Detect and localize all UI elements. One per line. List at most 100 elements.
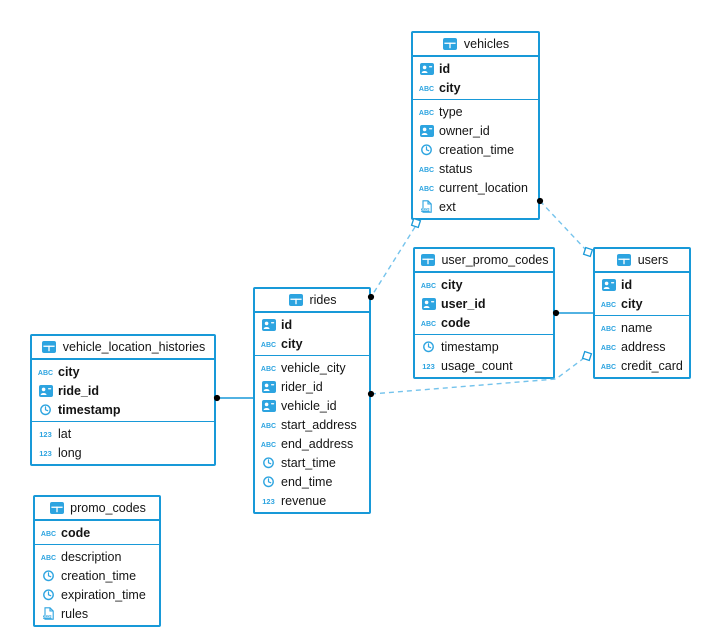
table-title: promo_codes: [70, 501, 146, 515]
fk-square-marker: [582, 246, 594, 258]
table-header[interactable]: user_promo_codes: [415, 249, 553, 273]
fields-section: 123 lat 123 long: [32, 421, 214, 464]
svg-text:ABC: ABC: [41, 531, 56, 538]
table-icon: [41, 341, 58, 353]
field-name: end_time: [281, 474, 333, 489]
text-abc-icon: ABC: [260, 339, 277, 349]
field-row[interactable]: JSON rules: [35, 604, 159, 623]
field-row[interactable]: creation_time: [413, 140, 538, 159]
field-row[interactable]: timestamp: [415, 337, 553, 356]
field-row[interactable]: ABC name: [595, 318, 689, 337]
field-row[interactable]: 123 revenue: [255, 491, 369, 510]
num-123-icon: 123: [37, 448, 54, 458]
field-row[interactable]: ABC city: [32, 362, 214, 381]
table-rides[interactable]: rides id ABC city ABC vehicle_city rider…: [253, 287, 371, 514]
field-row[interactable]: id: [413, 59, 538, 78]
field-name: ext: [439, 199, 456, 214]
svg-text:123: 123: [422, 362, 435, 371]
primary-key-section: id ABC city: [595, 273, 689, 315]
svg-text:ABC: ABC: [419, 110, 434, 117]
field-name: creation_time: [61, 568, 137, 583]
field-row[interactable]: ABC type: [413, 102, 538, 121]
text-abc-icon: ABC: [600, 342, 617, 352]
table-user-promo-codes[interactable]: user_promo_codes ABC city user_id ABC co…: [413, 247, 555, 379]
field-row[interactable]: rider_id: [255, 377, 369, 396]
svg-text:ABC: ABC: [261, 342, 276, 349]
field-row[interactable]: ABC status: [413, 159, 538, 178]
field-row[interactable]: id: [255, 315, 369, 334]
field-row[interactable]: ABC city: [595, 294, 689, 313]
field-name: name: [621, 320, 653, 335]
field-row[interactable]: expiration_time: [35, 585, 159, 604]
field-row[interactable]: owner_id: [413, 121, 538, 140]
field-row[interactable]: ABC start_address: [255, 415, 369, 434]
table-header[interactable]: users: [595, 249, 689, 273]
primary-key-section: id ABC city: [255, 313, 369, 355]
text-abc-icon: ABC: [418, 83, 435, 93]
field-row[interactable]: ABC code: [415, 313, 553, 332]
field-name: code: [61, 525, 91, 540]
field-row[interactable]: start_time: [255, 453, 369, 472]
table-header[interactable]: vehicle_location_histories: [32, 336, 214, 360]
field-row[interactable]: timestamp: [32, 400, 214, 419]
field-row[interactable]: creation_time: [35, 566, 159, 585]
table-header[interactable]: rides: [255, 289, 369, 313]
json-icon: JSON: [418, 200, 435, 213]
svg-text:ABC: ABC: [421, 321, 436, 328]
field-name: creation_time: [439, 142, 515, 157]
field-row[interactable]: 123 lat: [32, 424, 214, 443]
field-name: vehicle_id: [281, 398, 337, 413]
field-row[interactable]: ABC address: [595, 337, 689, 356]
field-row[interactable]: vehicle_id: [255, 396, 369, 415]
svg-text:ABC: ABC: [261, 366, 276, 373]
text-abc-icon: ABC: [260, 363, 277, 373]
fk-square-marker: [581, 350, 593, 362]
field-name: description: [61, 549, 122, 564]
id-badge-icon: [260, 399, 277, 412]
field-row[interactable]: 123 usage_count: [415, 356, 553, 375]
field-row[interactable]: ABC current_location: [413, 178, 538, 197]
table-title: users: [637, 253, 669, 267]
id-badge-icon: [260, 380, 277, 393]
field-name: code: [441, 315, 471, 330]
svg-text:JSON: JSON: [43, 615, 53, 619]
field-name: end_address: [281, 436, 354, 451]
fields-section: timestamp 123 usage_count: [415, 334, 553, 377]
field-row[interactable]: end_time: [255, 472, 369, 491]
table-header[interactable]: vehicles: [413, 33, 538, 57]
field-row[interactable]: ABC vehicle_city: [255, 358, 369, 377]
field-name: city: [621, 296, 643, 311]
field-row[interactable]: JSON ext: [413, 197, 538, 216]
field-row[interactable]: ABC city: [415, 275, 553, 294]
field-row[interactable]: ride_id: [32, 381, 214, 400]
id-badge-icon: [260, 318, 277, 331]
fields-section: ABC vehicle_city rider_id vehicle_id ABC…: [255, 355, 369, 512]
field-name: rider_id: [281, 379, 323, 394]
table-promo-codes[interactable]: promo_codes ABC code ABC description cre…: [33, 495, 161, 627]
field-name: owner_id: [439, 123, 490, 138]
field-row[interactable]: id: [595, 275, 689, 294]
table-header[interactable]: promo_codes: [35, 497, 159, 521]
field-row[interactable]: 123 long: [32, 443, 214, 462]
field-row[interactable]: ABC code: [35, 523, 159, 542]
field-row[interactable]: ABC city: [255, 334, 369, 353]
table-users[interactable]: users id ABC city ABC name ABC address A…: [593, 247, 691, 379]
num-123-icon: 123: [420, 361, 437, 371]
id-badge-icon: [418, 62, 435, 75]
primary-key-section: ABC city ride_id timestamp: [32, 360, 214, 421]
table-vehicles[interactable]: vehicles id ABC city ABC type owner_id c…: [411, 31, 540, 220]
svg-text:ABC: ABC: [419, 167, 434, 174]
svg-text:ABC: ABC: [419, 86, 434, 93]
field-row[interactable]: user_id: [415, 294, 553, 313]
table-vehicle-location-histories[interactable]: vehicle_location_histories ABC city ride…: [30, 334, 216, 466]
field-row[interactable]: ABC city: [413, 78, 538, 97]
table-icon: [419, 254, 436, 266]
field-name: id: [439, 61, 451, 76]
field-row[interactable]: ABC description: [35, 547, 159, 566]
fields-section: ABC name ABC address ABC credit_card: [595, 315, 689, 377]
id-badge-icon: [37, 384, 54, 397]
relation-user-promo-codes-users[interactable]: [552, 309, 593, 317]
field-row[interactable]: ABC end_address: [255, 434, 369, 453]
relation-vehicle-location-histories-rides[interactable]: [213, 394, 253, 402]
field-row[interactable]: ABC credit_card: [595, 356, 689, 375]
